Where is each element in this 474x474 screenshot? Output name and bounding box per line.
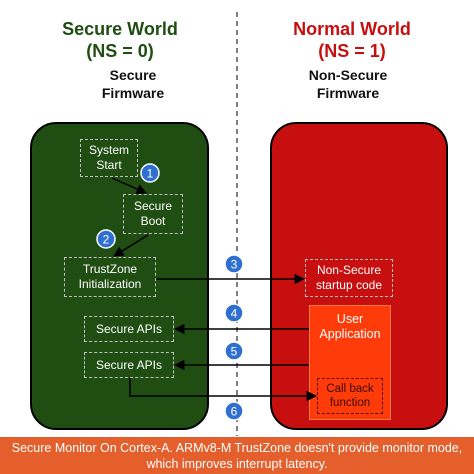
secure-apis-1-label: Secure APIs <box>95 321 163 336</box>
step-3-label: 3 <box>231 258 238 272</box>
step-6-label: 6 <box>231 405 238 419</box>
ns-startup-line1: Non-Secure <box>316 263 381 277</box>
user-application-line2: Application <box>319 327 381 341</box>
arrow-start-to-boot <box>111 177 147 194</box>
secure-boot-line2: Boot <box>140 214 166 228</box>
secure-world-title: Secure World <box>62 19 178 39</box>
step-badge-2: 2 <box>96 229 116 249</box>
trustzone-init-box: TrustZone Initialization <box>64 257 156 297</box>
user-application-box: User Application <box>309 305 391 420</box>
non-secure-firmware-line2: Firmware <box>316 85 380 101</box>
secure-world-panel <box>30 122 209 430</box>
system-start-box: System Start <box>80 139 138 177</box>
callback-box: Call back function <box>317 378 383 414</box>
normal-world-title: Normal World <box>293 19 411 39</box>
footer-line1: Secure Monitor On Cortex-A. ARMv8-M Trus… <box>11 440 463 455</box>
secure-world-ns: (NS = 0) <box>86 41 154 61</box>
step-4-label: 4 <box>231 307 238 321</box>
step-5-label: 5 <box>231 345 238 359</box>
step-badge-5: 5 <box>224 341 244 361</box>
step-2-label: 2 <box>103 233 110 247</box>
system-start-line1: System <box>88 143 129 157</box>
trustzone-init-line2: Initialization <box>78 277 142 291</box>
ns-startup-line2: startup code <box>315 278 383 292</box>
arrow-boot-to-tz <box>113 234 149 257</box>
normal-world-ns: (NS = 1) <box>318 41 386 61</box>
secure-firmware-line2: Firmware <box>101 85 165 101</box>
step-1-label: 1 <box>147 167 154 181</box>
user-application-line1: User <box>336 312 364 326</box>
step-badge-4: 4 <box>224 303 244 323</box>
callback-line2: function <box>329 397 371 409</box>
step-badge-3: 3 <box>224 254 244 274</box>
secure-apis-2-label: Secure APIs <box>95 357 163 372</box>
secure-apis-box-1: Secure APIs <box>84 316 174 342</box>
secure-firmware-line1: Secure <box>109 67 157 83</box>
step-badge-1: 1 <box>140 163 160 183</box>
secure-boot-box: Secure Boot <box>123 194 183 234</box>
ns-startup-box: Non-Secure startup code <box>305 259 393 297</box>
footer-line2: which improves interrupt latency. <box>146 456 328 471</box>
secure-boot-line1: Secure <box>133 199 173 213</box>
arrow-secure-api-to-callback <box>129 378 318 402</box>
system-start-line2: Start <box>96 158 122 172</box>
step-badge-6: 6 <box>224 401 244 421</box>
secure-firmware-label: Secure Firmware <box>33 66 233 102</box>
non-secure-firmware-line1: Non-Secure <box>308 67 388 83</box>
non-secure-firmware-label: Non-Secure Firmware <box>248 66 448 102</box>
callback-line1: Call back <box>326 383 374 395</box>
trustzone-init-line1: TrustZone <box>82 262 138 276</box>
secure-apis-box-2: Secure APIs <box>84 352 174 378</box>
footer-caption: Secure Monitor On Cortex-A. ARMv8-M Trus… <box>0 437 474 474</box>
